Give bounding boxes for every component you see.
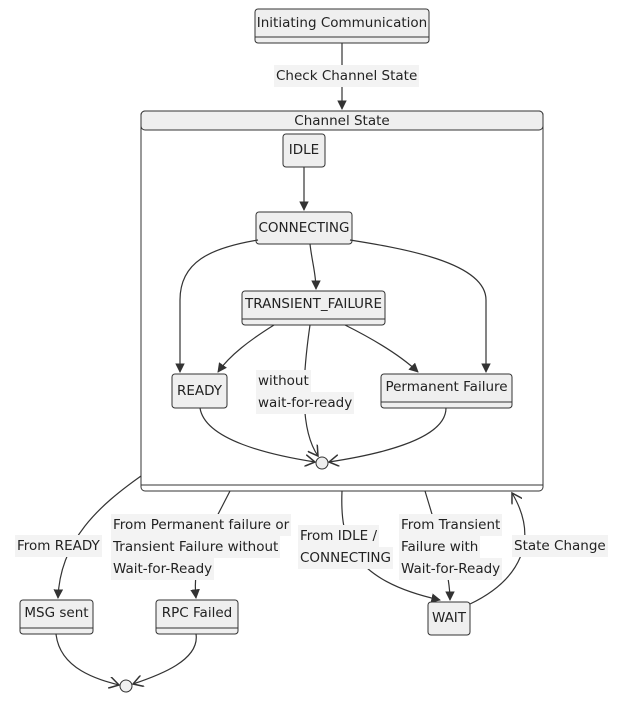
edge-connecting-to-transient: [309, 243, 321, 290]
from-ready-label: From READY: [15, 535, 102, 557]
without-wait-label-line1: without: [256, 370, 311, 392]
rpc-failed-label: RPC Failed: [161, 605, 233, 621]
initiating-communication-label: Initiating Communication: [256, 15, 428, 31]
edge-connecting-to-ready: [175, 239, 259, 373]
edge-transient-to-ready: [217, 324, 275, 373]
state-change-label: State Change: [512, 535, 608, 557]
edge-connecting-to-permanent: [349, 239, 491, 373]
wait-label: WAIT: [431, 610, 467, 626]
end-state-inner: [315, 456, 329, 470]
edge-ready-to-end: [199, 407, 315, 462]
connecting-label: CONNECTING: [258, 220, 350, 236]
from-permanent-label-line1: From Permanent failure or: [111, 514, 292, 536]
from-permanent-label-line2: Transient Failure without: [111, 536, 281, 558]
state-connecting: [255, 211, 353, 245]
from-transient-label-line3: Wait-for-Ready: [399, 558, 503, 580]
edge-channel-to-msg-sent: [53, 475, 142, 599]
ready-label: READY: [176, 383, 223, 399]
without-wait-label-line2: wait-for-ready: [256, 392, 355, 414]
transient-failure-label: TRANSIENT_FAILURE: [245, 296, 382, 312]
state-ready: [171, 373, 228, 409]
edge-permanent-to-end: [329, 407, 447, 462]
end-state-outer: [119, 679, 133, 693]
msg-sent-label: MSG sent: [24, 605, 89, 621]
check-channel-state-label: Check Channel State: [274, 65, 420, 87]
edge-rpc-failed-to-end: [133, 633, 197, 684]
state-wait: [427, 601, 471, 636]
state-rpc-failed: [155, 599, 239, 635]
edge-wait-to-channel: [469, 493, 526, 605]
from-transient-label-line1: From Transient: [399, 514, 503, 536]
from-transient-label-line2: Failure with: [399, 536, 481, 558]
permanent-failure-label: Permanent Failure: [385, 379, 508, 395]
from-idle-label-line2: CONNECTING: [298, 547, 393, 569]
edge-transient-to-permanent: [344, 324, 419, 373]
state-transient-failure: [241, 290, 386, 326]
edge-msg-sent-to-end: [55, 633, 119, 685]
from-idle-label-line1: From IDLE /: [298, 525, 380, 547]
channel-state-title: Channel State: [294, 113, 390, 129]
from-permanent-label-line3: Wait-for-Ready: [111, 558, 215, 580]
idle-label: IDLE: [288, 142, 320, 158]
